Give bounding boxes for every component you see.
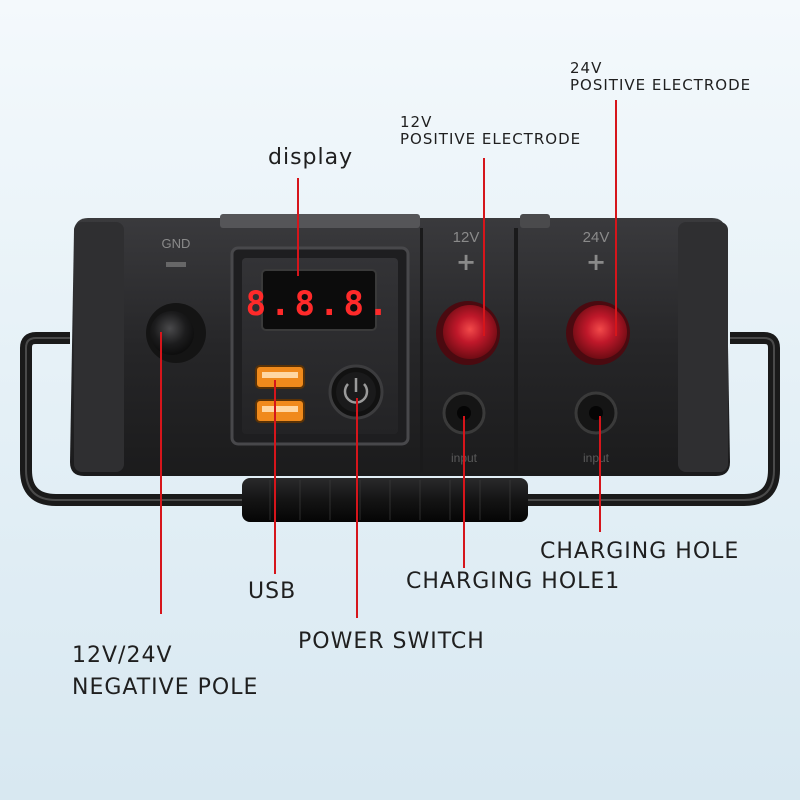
leader-12v-positive — [483, 158, 485, 336]
callout-negative-line2: NEGATIVE POLE — [72, 674, 259, 700]
leader-power-switch — [356, 398, 358, 618]
callout-24v-positive: 24V POSITIVE ELECTRODE — [570, 60, 751, 93]
charging-hole[interactable]: input — [574, 391, 618, 465]
callout-24v-line1: 24V — [570, 59, 603, 77]
callout-12v-line1: 12V — [400, 113, 433, 131]
callout-charging-hole: CHARGING HOLE — [540, 539, 740, 564]
leader-display — [297, 178, 299, 276]
svg-text:12V: 12V — [453, 229, 480, 246]
callout-usb: USB — [248, 579, 297, 604]
handle-grip — [242, 478, 528, 522]
display-digits: 8.8.8. — [246, 284, 393, 324]
leader-negative-pole — [160, 332, 162, 614]
leader-usb — [274, 380, 276, 574]
callout-negative-line1: 12V/24V — [72, 643, 173, 668]
svg-text:+: + — [586, 248, 606, 276]
svg-text:input: input — [583, 451, 610, 465]
led-display: 8.8.8. — [246, 269, 393, 331]
callout-12v-positive: 12V POSITIVE ELECTRODE — [400, 114, 581, 147]
callout-charging-hole1: CHARGING HOLE1 — [406, 569, 621, 594]
callout-24v-line2: POSITIVE ELECTRODE — [570, 75, 752, 94]
svg-text:GND: GND — [162, 236, 191, 251]
callout-power-switch: POWER SWITCH — [298, 629, 485, 654]
callout-display: display — [268, 145, 354, 170]
leader-24v-positive — [615, 100, 617, 336]
terminal-24v[interactable]: 24V + — [566, 229, 630, 365]
callout-12v-line2: POSITIVE ELECTRODE — [400, 129, 582, 148]
power-switch[interactable] — [328, 364, 384, 420]
svg-text:24V: 24V — [583, 229, 610, 246]
svg-text:+: + — [456, 248, 476, 276]
leader-charging-hole — [599, 416, 601, 532]
callout-negative-pole: 12V/24V NEGATIVE POLE — [72, 640, 258, 704]
usb-ports — [255, 365, 305, 423]
leader-charging-hole1 — [463, 416, 465, 568]
